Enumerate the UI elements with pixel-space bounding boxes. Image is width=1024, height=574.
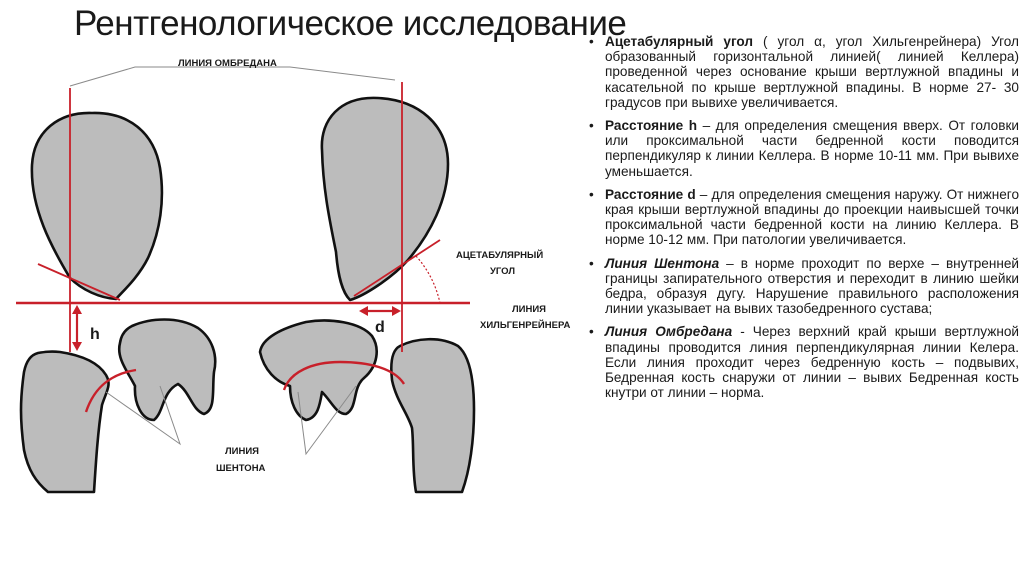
ombredan-leader xyxy=(69,66,396,87)
shenton-leader-left xyxy=(105,385,181,446)
item-term: Расстояние d xyxy=(605,186,696,202)
description-panel: Ацетабулярный угол ( угол α, угол Хильге… xyxy=(587,34,1019,408)
left-ilium xyxy=(30,111,164,301)
item-shenton-line: Линия Шентона – в норме проходит по верх… xyxy=(587,256,1019,317)
slide-title: Рентгенологическое исследование xyxy=(74,4,627,43)
description-list: Ацетабулярный угол ( угол α, угол Хильге… xyxy=(587,34,1019,400)
shenton-arc-left xyxy=(84,368,137,413)
d-arrow-head-right xyxy=(392,306,401,316)
hip-xray-diagram: ЛИНИЯ ОМБРЕДАНА АЦЕТАБУЛЯРНЫЙ УГОЛ ЛИНИЯ… xyxy=(16,58,570,494)
label-hilgenreiner-2: ХИЛЬГЕНРЕЙНЕРА xyxy=(480,319,570,331)
item-distance-h: Расстояние h – для определения смещения … xyxy=(587,118,1019,179)
label-d: d xyxy=(375,319,385,336)
shenton-arc-right xyxy=(282,360,406,391)
item-acetabular-angle: Ацетабулярный угол ( угол α, угол Хильге… xyxy=(587,34,1019,110)
item-term: Расстояние h xyxy=(605,118,698,134)
label-shenton-1: ЛИНИЯ xyxy=(225,446,259,457)
item-term: Линия Шентона xyxy=(605,255,720,271)
acetabular-tangent-left xyxy=(37,263,121,301)
item-term: Ацетабулярный угол xyxy=(605,34,754,49)
item-text: – для определения смещения вверх. От гол… xyxy=(605,118,1019,179)
item-text: ( угол α, угол Хильгенрейнера) Угол обра… xyxy=(605,34,1019,110)
left-pubis xyxy=(117,318,217,422)
label-hilgenreiner-1: ЛИНИЯ xyxy=(512,304,546,315)
acetabular-tangent-right xyxy=(353,239,441,297)
left-femur xyxy=(19,350,110,494)
item-distance-d: Расстояние d – для определения смещения … xyxy=(587,187,1019,248)
d-arrow-head-left xyxy=(359,306,368,316)
label-acetabular-angle-1: АЦЕТАБУЛЯРНЫЙ xyxy=(456,249,543,261)
right-pubis xyxy=(258,319,378,422)
right-ilium xyxy=(320,96,450,302)
label-acetabular-angle-2: УГОЛ xyxy=(490,266,515,277)
item-text: – в норме проходит по верхе – внутренней… xyxy=(605,255,1019,317)
h-arrow-head-bottom xyxy=(72,342,82,351)
h-arrow-head-top xyxy=(72,305,82,314)
right-femur xyxy=(389,337,476,494)
item-text: – для определения смещения наружу. От ни… xyxy=(605,186,1019,248)
shenton-leader-right xyxy=(297,385,357,456)
label-h: h xyxy=(90,326,100,343)
label-shenton-2: ШЕНТОНА xyxy=(216,463,266,474)
acetabular-angle-arc xyxy=(415,255,441,304)
item-ombredan-line: Линия Омбредана - Через верхний край кры… xyxy=(587,324,1019,400)
item-text: - Через верхний край крыши вертлужной вп… xyxy=(605,324,1019,401)
label-ombredan: ЛИНИЯ ОМБРЕДАНА xyxy=(178,58,277,69)
item-term: Линия Омбредана xyxy=(605,324,733,340)
